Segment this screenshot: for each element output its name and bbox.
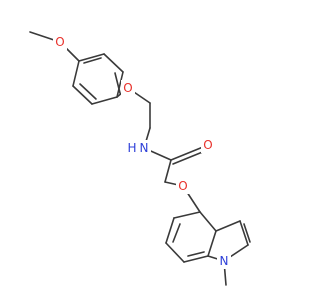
amide-n-bg [137, 140, 151, 156]
bond-ring-2 [72, 85, 93, 105]
ether-oxygen-label: O [123, 81, 132, 95]
carbonyl-oxygen-label: O [203, 138, 212, 152]
bond-ind-2 [165, 217, 175, 244]
bond-c-ch2 [164, 159, 172, 183]
indole-ether-o-bg [176, 178, 190, 194]
carbonyl-o-bg [201, 137, 215, 153]
bond-ind-6 [199, 211, 217, 232]
bond-ind-3 [165, 242, 185, 263]
bond-ring-inner-2 [114, 72, 121, 94]
indole-ether-oxygen-label: O [178, 179, 187, 193]
bond-ring-inner-3 [83, 57, 102, 64]
bond-carbonyl-2 [172, 150, 206, 165]
bond-ind-4 [183, 255, 209, 263]
methoxy-o-bg [53, 34, 67, 50]
chemical-structure: O O N H O O N [29, 31, 251, 286]
bond-pyr-1 [215, 220, 241, 232]
amide-hydrogen-label: H [127, 141, 136, 155]
bond-ind-1 [173, 211, 201, 219]
ether-o-bg [121, 80, 135, 96]
bond-ring-1 [72, 60, 80, 87]
bond-layer [29, 31, 251, 286]
bond-ind-5 [207, 230, 217, 257]
bond-carbonyl-1 [170, 146, 204, 161]
bond-pyr-inner [243, 223, 251, 243]
bond-ring-5 [103, 53, 124, 73]
bond-ring-inner-1 [79, 83, 97, 100]
bond-ring-3 [91, 96, 118, 105]
bond-ring-4 [116, 71, 124, 98]
methoxy-oxygen-label: O [55, 35, 64, 49]
indole-n-bg [217, 253, 231, 269]
amide-nitrogen-label: N [140, 141, 149, 155]
bond-ring-6 [78, 53, 105, 62]
atom-label-layer: O O N H O O N [53, 34, 231, 269]
bond-ind-inner-1 [172, 223, 181, 243]
bond-pyr-2 [239, 220, 249, 246]
bond-ind-inner-2 [187, 251, 205, 257]
indole-nitrogen-label: N [220, 254, 229, 268]
